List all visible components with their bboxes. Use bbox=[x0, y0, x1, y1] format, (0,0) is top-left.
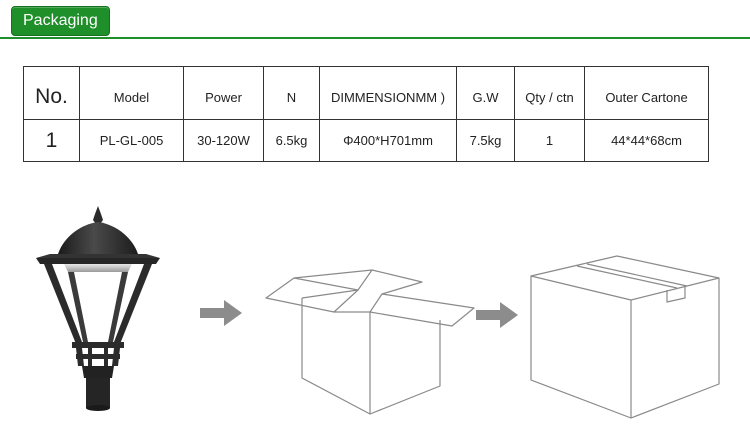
header-cell-no: No. bbox=[23, 66, 80, 120]
cell-power: 30-120W bbox=[183, 119, 264, 162]
packaging-spec-table: No. Model Power N DIMMENSIONMM ) G.W Qty… bbox=[23, 66, 709, 162]
header-cell-n: N bbox=[263, 66, 320, 120]
section-title-badge: Packaging bbox=[11, 6, 110, 36]
header-cell-gw: G.W bbox=[456, 66, 515, 120]
cell-model: PL-GL-005 bbox=[79, 119, 184, 162]
header-cell-outer-carton: Outer Cartone bbox=[584, 66, 709, 120]
header-cell-dimension: DIMMENSIONMM ) bbox=[319, 66, 457, 120]
table-row: 1 PL-GL-005 30-120W 6.5kg Φ400*H701mm 7.… bbox=[23, 119, 709, 162]
header-divider bbox=[0, 37, 750, 39]
cell-gw: 7.5kg bbox=[456, 119, 515, 162]
arrow-right-icon bbox=[200, 300, 242, 326]
arrow-right-icon bbox=[476, 302, 518, 328]
header-cell-qty: Qty / ctn bbox=[514, 66, 585, 120]
cell-dimension: Φ400*H701mm bbox=[319, 119, 457, 162]
cell-outer-carton: 44*44*68cm bbox=[584, 119, 709, 162]
street-lamp-icon bbox=[36, 206, 160, 411]
header-cell-power: Power bbox=[183, 66, 264, 120]
open-box-icon bbox=[265, 269, 475, 415]
cell-no: 1 bbox=[23, 119, 80, 162]
section-title: Packaging bbox=[23, 12, 98, 29]
header-cell-model: Model bbox=[79, 66, 184, 120]
closed-box-icon bbox=[530, 255, 720, 419]
table-header-row: No. Model Power N DIMMENSIONMM ) G.W Qty… bbox=[23, 66, 709, 120]
cell-qty: 1 bbox=[514, 119, 585, 162]
cell-n: 6.5kg bbox=[263, 119, 320, 162]
